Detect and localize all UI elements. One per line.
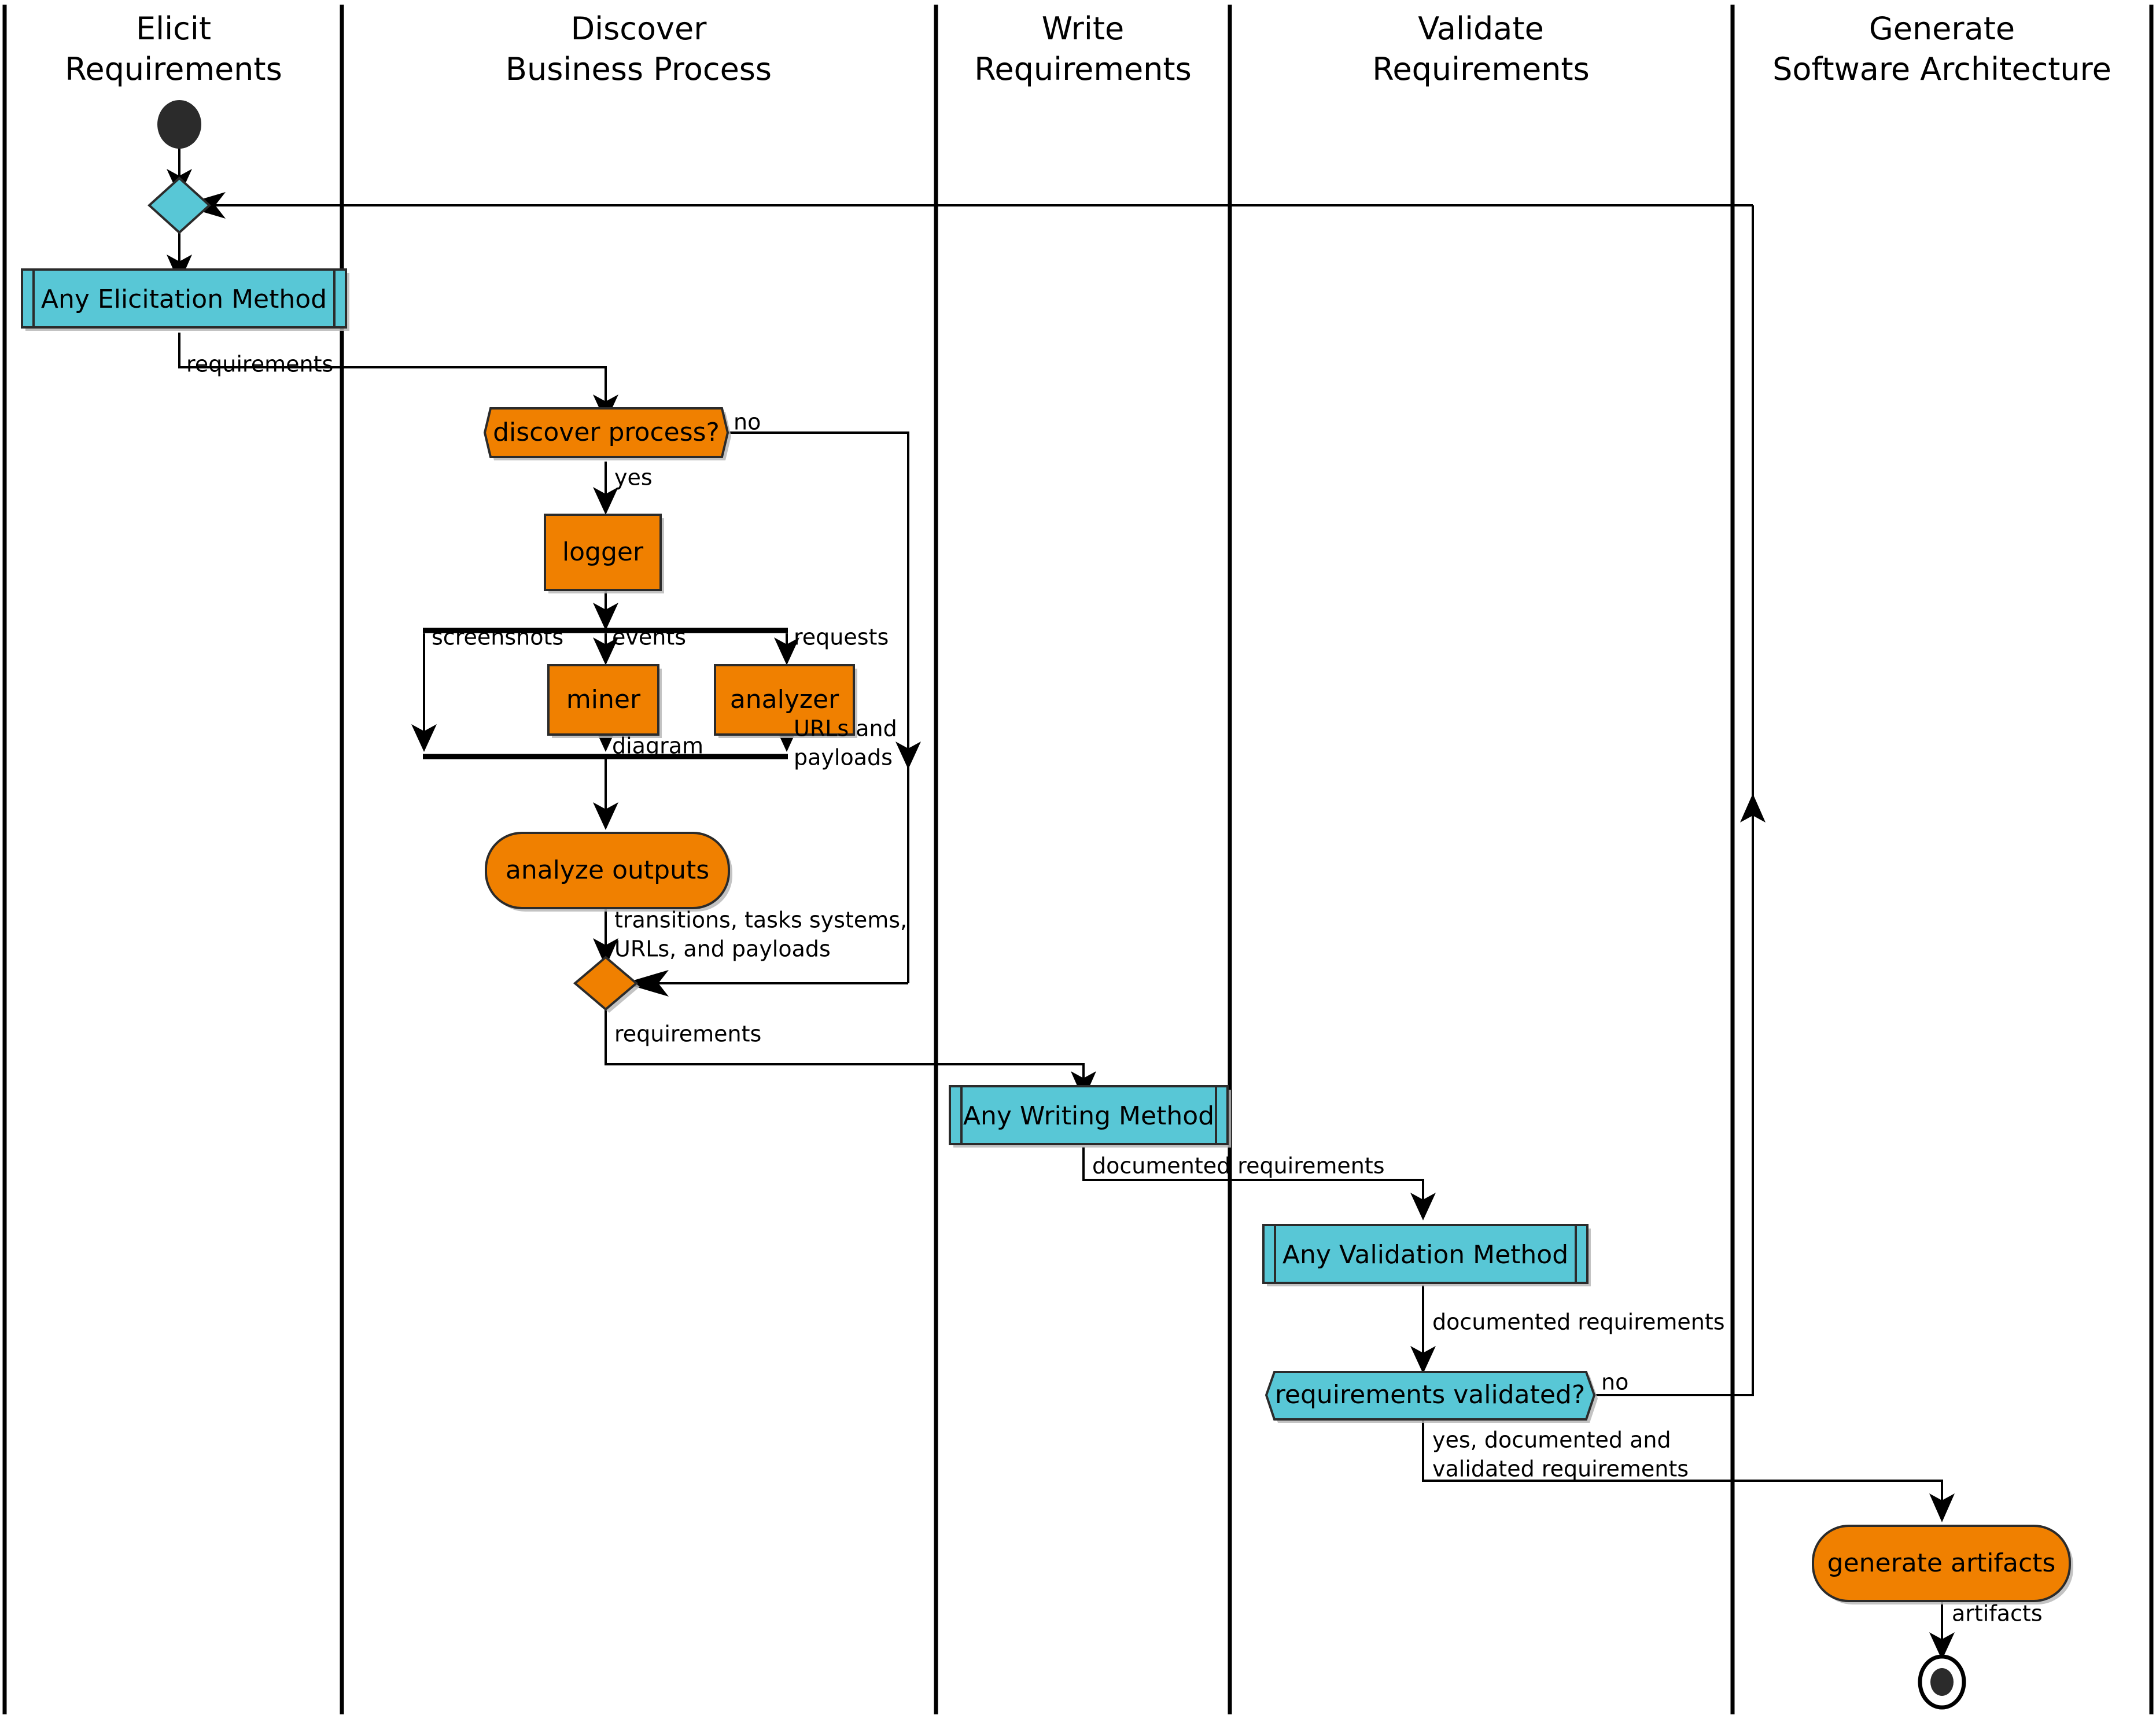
node-any-elicitation-method[interactable]: Any Elicitation Method [21,268,349,331]
lane-title-elicit-line2: Requirements [65,51,282,87]
writing-label: Any Writing Method [963,1101,1214,1131]
label-yes-validated-line1: yes, documented and [1432,1427,1671,1453]
arrowhead-requests-to-analyzer [774,637,799,665]
label-requests: requests [794,625,889,650]
validation-box [1262,1224,1589,1284]
validated-label: requirements validated? [1275,1380,1585,1410]
arrowhead-analyze-outputs-to-merge [593,938,618,967]
arrowhead-events-to-miner [593,637,618,665]
start-node [157,100,201,149]
generate-artifacts-box [1812,1525,2071,1602]
flow-edges [167,146,1955,1660]
discover-process-hexagon [483,407,729,458]
merge-diamond-discover [573,956,640,1013]
label-payloads: payloads [794,745,893,770]
node-any-validation-method[interactable]: Any Validation Method [1262,1224,1591,1286]
label-requirements-from-discover: requirements [614,1021,761,1047]
label-documented-requirements-validate: documented requirements [1432,1309,1725,1335]
label-events: events [612,625,686,650]
lane-title-validate-line2: Requirements [1372,51,1589,87]
node-generate-artifacts[interactable]: generate artifacts [1812,1525,2073,1604]
lane-title-generate-line1: Generate [1869,10,2015,47]
merge-discover-shape [573,956,639,1011]
merge-diamond-shape [148,176,211,234]
arrowhead-discover-no-to-merge [624,970,669,997]
edge-validated-yes-to-generate [1422,1420,1943,1504]
edge-labels: requirements no yes screenshots events r… [186,352,2043,1626]
validated-hexagon [1265,1371,1596,1421]
lane-titles: Elicit Requirements Discover Business Pr… [65,10,2111,87]
discover-process-label: discover process? [493,418,720,447]
label-screenshots: screenshots [432,625,563,650]
analyzer-label: analyzer [730,685,839,714]
edge-discover-no [724,431,909,983]
lane-title-write-line2: Requirements [974,51,1191,87]
node-discover-process-decision[interactable]: discover process? [483,407,731,460]
node-miner[interactable]: miner [547,664,662,738]
label-analyze-out-line2: URLs, and payloads [614,936,831,962]
arrowhead-to-validated-decision [1410,1346,1436,1374]
arrowhead-to-end-node [1929,1632,1955,1660]
writing-box [949,1085,1229,1145]
lane-title-discover-line2: Business Process [506,51,772,87]
lane-title-discover-line1: Discover [571,10,707,47]
arrowhead-feedback-up [1740,794,1766,822]
arrowhead-join-to-analyze-outputs [593,802,618,830]
node-requirements-validated-decision[interactable]: requirements validated? [1265,1371,1598,1423]
arrowhead-discover-no-mid [895,742,921,769]
elicitation-label: Any Elicitation Method [41,285,327,314]
arrowhead-to-logger [593,487,618,515]
initial-node-circle [157,100,201,149]
node-any-writing-method[interactable]: Any Writing Method [949,1085,1231,1148]
lane-title-validate-line1: Validate [1418,10,1544,47]
label-no-validated: no [1601,1370,1628,1395]
label-requirements-from-elicitation: requirements [186,352,333,377]
miner-box [547,664,659,736]
arrowhead-to-validation-method [1410,1193,1436,1220]
validation-label: Any Validation Method [1282,1240,1568,1270]
analyze-outputs-box [485,832,730,909]
node-analyze-outputs[interactable]: analyze outputs [485,832,732,912]
edge-validated-no-feedback [1591,205,1754,1396]
logger-box [544,514,662,591]
edge-merge-to-writing-method [605,1009,1085,1082]
lane-title-write-line1: Write [1042,10,1125,47]
label-artifacts: artifacts [1952,1601,2043,1626]
logger-label: logger [562,537,644,567]
generate-artifacts-label: generate artifacts [1827,1548,2056,1578]
label-analyze-out-line1: transitions, tasks systems, [614,908,907,933]
arrowhead-to-generate-artifacts [1929,1493,1955,1522]
end-node [1918,1654,1966,1710]
node-analyzer[interactable]: analyzer [714,664,857,738]
node-logger[interactable]: logger [544,514,664,593]
elicitation-box [21,268,347,329]
label-no-discover: no [734,410,761,435]
final-node-inner [1930,1668,1954,1696]
label-yes-validated-line2: validated requirements [1432,1456,1689,1482]
miner-label: miner [566,685,641,714]
merge-diamond-elicit [148,176,211,234]
edge-writing-to-validation [1082,1147,1424,1203]
lane-title-generate-line2: Software Architecture [1772,51,2111,87]
swimlane-dividers [2,5,2154,1714]
label-yes-discover: yes [614,465,653,490]
edge-elicitation-to-discover-process [178,333,607,405]
analyze-outputs-label: analyze outputs [506,855,709,885]
label-diagram: diagram [612,733,703,759]
lane-title-elicit-line1: Elicit [136,10,211,47]
arrowhead-screenshots [411,724,437,752]
label-urls-and: URLs and [794,716,897,742]
arrowhead-logger-to-fork [593,603,618,630]
label-documented-requirements-write: documented requirements [1092,1153,1385,1179]
analyzer-box [714,664,855,736]
